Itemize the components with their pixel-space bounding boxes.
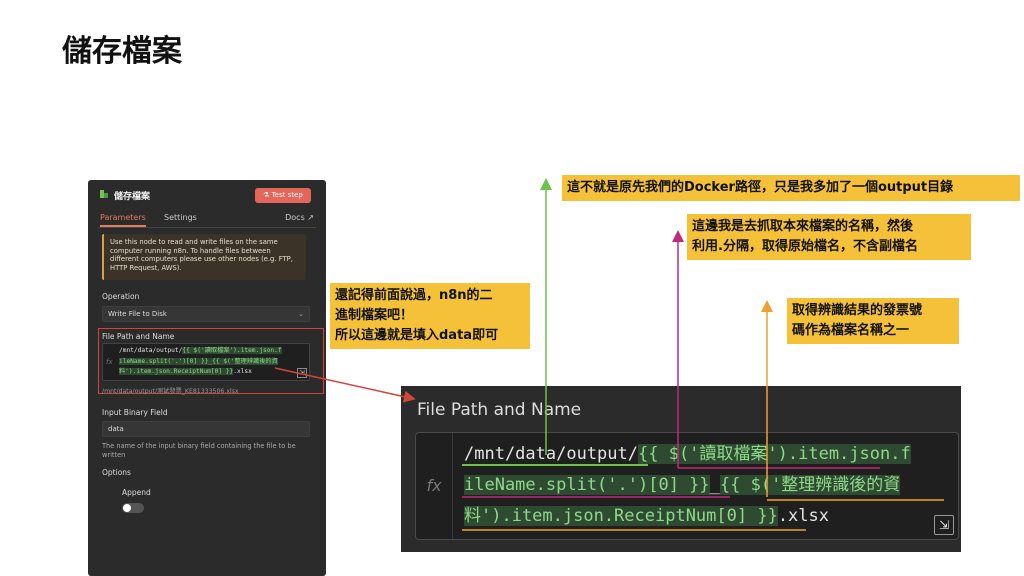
append-label: Append (122, 488, 151, 497)
callout-receipt-number: 取得辨識結果的發票號碼作為檔案名稱之一 (787, 298, 959, 344)
operation-label: Operation (102, 292, 140, 301)
zoomed-file-path-label: File Path and Name (417, 400, 582, 420)
callout-binary: 還記得前面說過，n8n的二進制檔案吧！所以這邊就是填入data即可 (330, 283, 530, 349)
callout-filename: 這邊我是去抓取本來檔案的名稱，然後利用.分隔，取得原始檔名，不含副檔名 (687, 214, 971, 260)
tab-settings[interactable]: Settings (164, 213, 197, 222)
file-icon (100, 190, 108, 198)
file-path-preview: /mnt/data/output/測試發票_KE81333506.xlsx (102, 388, 239, 395)
chevron-down-icon: ⌄ (298, 310, 304, 318)
info-notice: Use this node to read and write files on… (102, 234, 306, 280)
zoomed-code: /mnt/data/output/{{ $('讀取檔案').item.json.… (464, 444, 911, 526)
file-path-highlight-box (98, 328, 324, 394)
binary-field-hint: The name of the input binary field conta… (102, 442, 296, 459)
node-settings-panel: 儲存檔案 ⚗ Test step Parameters Settings Doc… (88, 180, 326, 576)
callout-docker-path: 這不就是原先我們的Docker路徑，只是我多加了一個output目錄 (562, 175, 1020, 201)
binary-field-label: Input Binary Field (102, 408, 168, 417)
expand-editor-icon[interactable]: ⇲ (297, 368, 307, 378)
expand-editor-icon[interactable]: ⇲ (934, 515, 954, 535)
docs-link[interactable]: Docs ↗ (285, 213, 314, 222)
operation-value: Write File to Disk (108, 310, 167, 318)
test-step-label: Test step (271, 191, 303, 199)
fx-icon: fx (106, 358, 113, 366)
test-step-button[interactable]: ⚗ Test step (255, 188, 311, 203)
file-path-label: File Path and Name (102, 332, 175, 341)
binary-field-input[interactable]: data (102, 421, 310, 437)
options-label: Options (102, 468, 131, 477)
file-path-code: /mnt/data/output/{{ $('讀取檔案').item.json.… (119, 347, 282, 375)
operation-select[interactable]: Write File to Disk ⌄ (102, 306, 310, 322)
toggle-knob (123, 504, 131, 512)
slide-title: 儲存檔案 (62, 34, 182, 69)
tab-bar: Parameters Settings Docs ↗ (98, 211, 316, 228)
panel-header: 儲存檔案 ⚗ Test step (88, 180, 326, 208)
file-path-expression-input[interactable]: fx /mnt/data/output/{{ $('讀取檔案').item.js… (102, 343, 310, 381)
zoomed-file-path: File Path and Name fx /mnt/data/output/{… (401, 386, 961, 552)
node-title: 儲存檔案 (114, 192, 151, 202)
tab-parameters[interactable]: Parameters (100, 213, 146, 227)
zoomed-expression-input[interactable]: fx /mnt/data/output/{{ $('讀取檔案').item.js… (415, 432, 959, 540)
append-toggle[interactable] (122, 503, 144, 513)
fx-icon: fx (416, 433, 453, 539)
binary-field-value: data (108, 425, 124, 433)
